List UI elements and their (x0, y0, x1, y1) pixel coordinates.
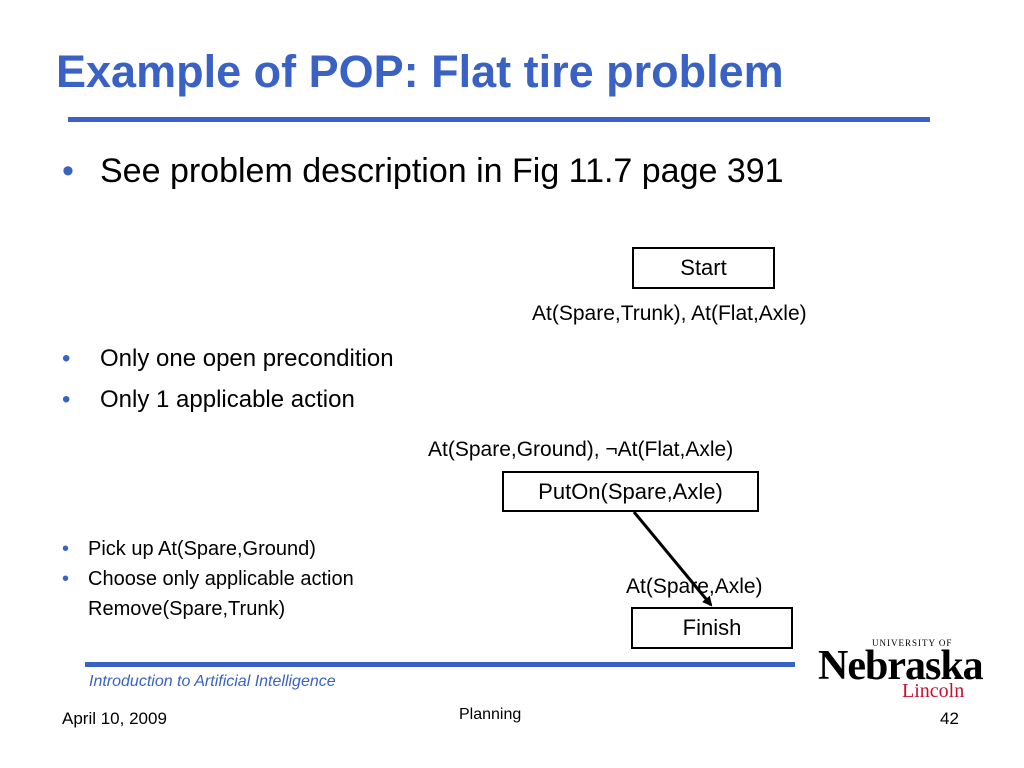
bullet-text: Only 1 applicable action (100, 386, 355, 413)
title-divider (68, 117, 930, 122)
puton-preconditions-label: At(Spare,Ground), ¬At(Flat,Axle) (428, 438, 734, 461)
puton-step-box: PutOn(Spare,Axle) (502, 471, 759, 512)
bullet-text: See problem description in Fig 11.7 page… (100, 152, 784, 190)
bullet-text: Pick up At(Spare,Ground) (88, 538, 316, 560)
university-logo: UNIVERSITY OF Nebraska Lincoln (818, 636, 984, 702)
finish-step-box: Finish (631, 607, 793, 649)
finish-step-label: Finish (682, 615, 742, 640)
bullet-glyph: • (62, 386, 71, 413)
logo-name: Nebraska (818, 643, 984, 689)
slide-number: 42 (940, 709, 959, 728)
footer-divider (85, 662, 795, 667)
bullet-text: Only one open precondition (100, 345, 394, 372)
logo-city: Lincoln (902, 680, 965, 702)
footer-date: April 10, 2009 (62, 709, 167, 728)
logo-university-of: UNIVERSITY OF (872, 638, 953, 648)
start-effects-label: At(Spare,Trunk), At(Flat,Axle) (532, 302, 807, 325)
bullet-low-2-continuation: Remove(Spare,Trunk) (88, 598, 286, 620)
slide-title: Example of POP: Flat tire problem (56, 46, 784, 97)
bullet-glyph: • (62, 538, 70, 560)
start-step-label: Start (680, 255, 727, 280)
footer-course-title: Introduction to Artificial Intelligence (89, 673, 336, 690)
puton-step-label: PutOn(Spare,Axle) (538, 478, 723, 504)
bullet-glyph: • (62, 152, 74, 190)
start-step-box: Start (632, 247, 775, 289)
footer-topic: Planning (459, 706, 522, 723)
bullet-glyph: • (62, 345, 71, 372)
bullet-glyph: • (62, 568, 70, 590)
bullet-text: Choose only applicable action (88, 568, 354, 590)
